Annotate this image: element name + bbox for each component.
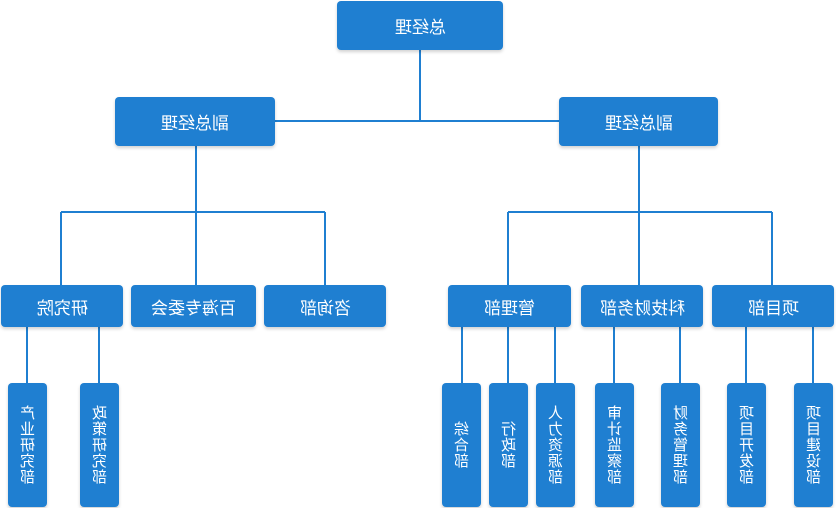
dept-project-node: 项目部 bbox=[712, 285, 834, 327]
sub-general-node: 综合部 bbox=[442, 383, 481, 507]
dept-project-label: 项目部 bbox=[747, 298, 799, 319]
sub-project-dev-node: 项目开发部 bbox=[727, 383, 766, 507]
sub-audit-label: 审计监察部 bbox=[606, 405, 624, 485]
dept-consult-label: 咨询部 bbox=[299, 298, 351, 319]
sub-industry-research-label: 产业研究部 bbox=[19, 405, 37, 485]
sub-policy-research-label: 政策研究部 bbox=[91, 405, 109, 485]
root-node: 总经理 bbox=[337, 1, 503, 50]
dept-research-label: 研究院 bbox=[36, 298, 88, 319]
sub-policy-research-node: 政策研究部 bbox=[80, 383, 119, 507]
sub-audit-node: 审计监察部 bbox=[595, 383, 634, 507]
dept-research-node: 研究院 bbox=[1, 285, 123, 327]
sub-finance-mgmt-node: 财务管理部 bbox=[661, 383, 700, 507]
sub-hr-label: 人力资源部 bbox=[547, 405, 565, 485]
sub-administration-label: 行政部 bbox=[500, 421, 518, 469]
vp-right-node: 副总经理 bbox=[559, 97, 718, 146]
dept-expert-node: 百海专委会 bbox=[131, 285, 256, 327]
vp-left-node: 副总经理 bbox=[115, 97, 275, 146]
sub-hr-node: 人力资源部 bbox=[536, 383, 575, 507]
root-label: 总经理 bbox=[394, 18, 446, 38]
sub-industry-research-node: 产业研究部 bbox=[8, 383, 47, 507]
sub-project-build-node: 项目建设部 bbox=[794, 383, 833, 507]
dept-finance-label: 科技财务部 bbox=[599, 298, 685, 319]
vp-right-label: 副总经理 bbox=[604, 114, 673, 134]
sub-finance-mgmt-label: 财务管理部 bbox=[672, 405, 690, 485]
sub-general-label: 综合部 bbox=[453, 421, 471, 469]
sub-administration-node: 行政部 bbox=[489, 383, 528, 507]
dept-admin-node: 管理部 bbox=[448, 285, 571, 327]
dept-admin-label: 管理部 bbox=[484, 298, 535, 319]
sub-project-dev-label: 项目开发部 bbox=[738, 405, 756, 485]
vp-left-label: 副总经理 bbox=[161, 114, 229, 134]
sub-project-build-label: 项目建设部 bbox=[805, 405, 823, 485]
dept-finance-node: 科技财务部 bbox=[581, 285, 703, 327]
dept-expert-label: 百海专委会 bbox=[151, 298, 236, 319]
dept-consult-node: 咨询部 bbox=[264, 285, 386, 327]
